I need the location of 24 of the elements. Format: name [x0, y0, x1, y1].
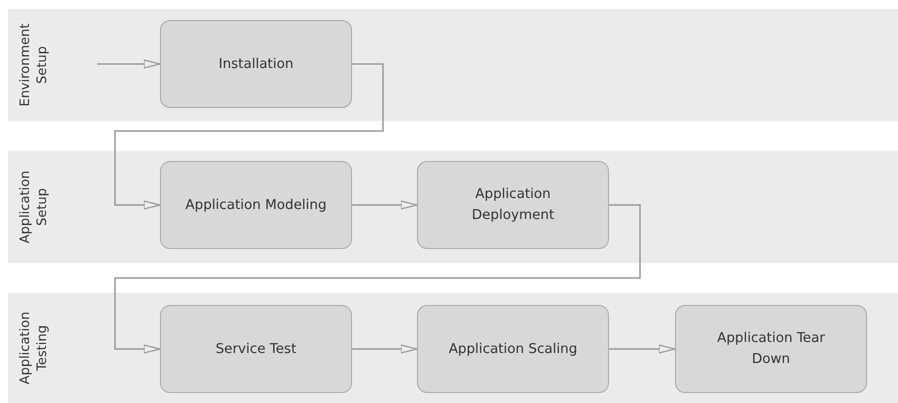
process-box [160, 305, 352, 393]
arrow [352, 344, 418, 354]
step-label: Application Deployment [470, 185, 556, 225]
step-label: Application Modeling [184, 196, 328, 215]
process-box [417, 161, 609, 249]
swimlane [8, 9, 898, 121]
arrow [97, 59, 161, 69]
lane-label: Application Testing [18, 310, 51, 386]
swimlane [8, 293, 898, 403]
swimlane [8, 151, 898, 263]
arrow [609, 344, 676, 354]
process-box [160, 161, 352, 249]
arrow [114, 204, 641, 354]
lane-label: Environment Setup [18, 22, 51, 109]
lane-label: Application Setup [18, 170, 51, 246]
step-label: Installation [218, 54, 294, 74]
arrow [114, 63, 384, 210]
process-box [417, 305, 609, 393]
process-box [675, 305, 867, 393]
step-label: Application Tear Down [716, 329, 826, 369]
arrow [352, 200, 418, 210]
step-label: Service Test [214, 340, 298, 359]
step-label: Application Scaling [448, 340, 578, 359]
process-box [160, 20, 352, 108]
